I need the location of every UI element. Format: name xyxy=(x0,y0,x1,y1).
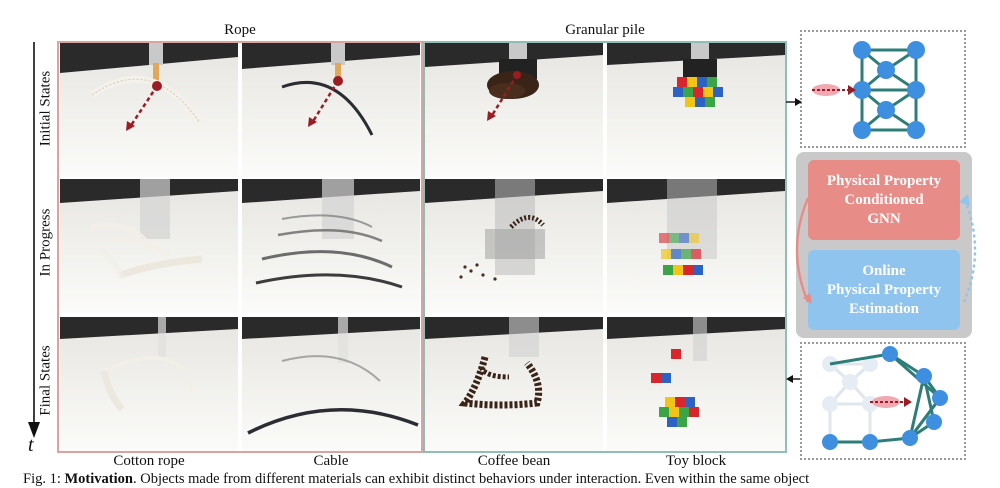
photo-toy-block-progress xyxy=(607,179,785,313)
group-label-granular-pile: Granular pile xyxy=(565,22,645,38)
top-graph-panel xyxy=(800,30,966,148)
arrow-to-top-graph xyxy=(786,98,802,106)
estimation-box-line-1: Online xyxy=(862,262,906,279)
caption-label: Fig. 1: xyxy=(23,471,61,487)
photo-cable-final xyxy=(242,317,420,451)
time-axis-arrow xyxy=(28,42,40,438)
gnn-box-line-3: GNN xyxy=(867,210,901,227)
photo-cotton-rope-final xyxy=(60,317,238,451)
figure-caption: Fig. 1: Motivation. Objects made from di… xyxy=(23,471,983,488)
time-axis-label: t xyxy=(28,434,34,456)
photo-cotton-rope-progress xyxy=(60,179,238,313)
caption-text: . Objects made from different materials … xyxy=(132,471,810,487)
gnn-box-line-2: Conditioned xyxy=(844,191,924,208)
photo-toy-block-final xyxy=(607,317,785,451)
photo-cable-initial xyxy=(242,43,420,177)
estimation-box-line-2: Physical Property xyxy=(826,281,942,298)
photo-coffee-bean-initial xyxy=(425,43,603,177)
row-label-initial-states: Initial States xyxy=(37,70,54,147)
group-label-rope: Rope xyxy=(224,22,256,38)
photo-coffee-bean-final xyxy=(425,317,603,451)
bottom-particle-graph xyxy=(822,346,948,450)
gnn-box-line-1: Physical Property xyxy=(826,172,942,189)
estimation-box: Online Physical Property Estimation xyxy=(808,250,960,330)
col-label-toy-block: Toy block xyxy=(665,453,727,469)
col-label-coffee-bean: Coffee bean xyxy=(477,453,551,469)
estimation-box-line-3: Estimation xyxy=(848,300,919,317)
col-label-cable: Cable xyxy=(313,453,349,469)
feedback-arrows xyxy=(795,194,977,304)
granular-group-frame xyxy=(423,41,787,453)
photo-coffee-bean-progress xyxy=(425,179,603,313)
photo-cotton-rope-initial xyxy=(60,43,238,177)
top-particle-graph xyxy=(812,41,925,139)
row-label-in-progress: In Progress xyxy=(37,208,54,277)
row-label-final-states: Final States xyxy=(37,345,54,416)
bottom-graph-panel xyxy=(800,342,966,460)
gnn-box: Physical Property Conditioned GNN xyxy=(808,160,960,240)
rope-group-frame xyxy=(57,41,423,453)
photo-toy-block-initial xyxy=(607,43,785,177)
caption-bold: Motivation xyxy=(64,471,133,487)
col-label-cotton-rope: Cotton rope xyxy=(113,453,185,469)
photo-cable-progress xyxy=(242,179,420,313)
